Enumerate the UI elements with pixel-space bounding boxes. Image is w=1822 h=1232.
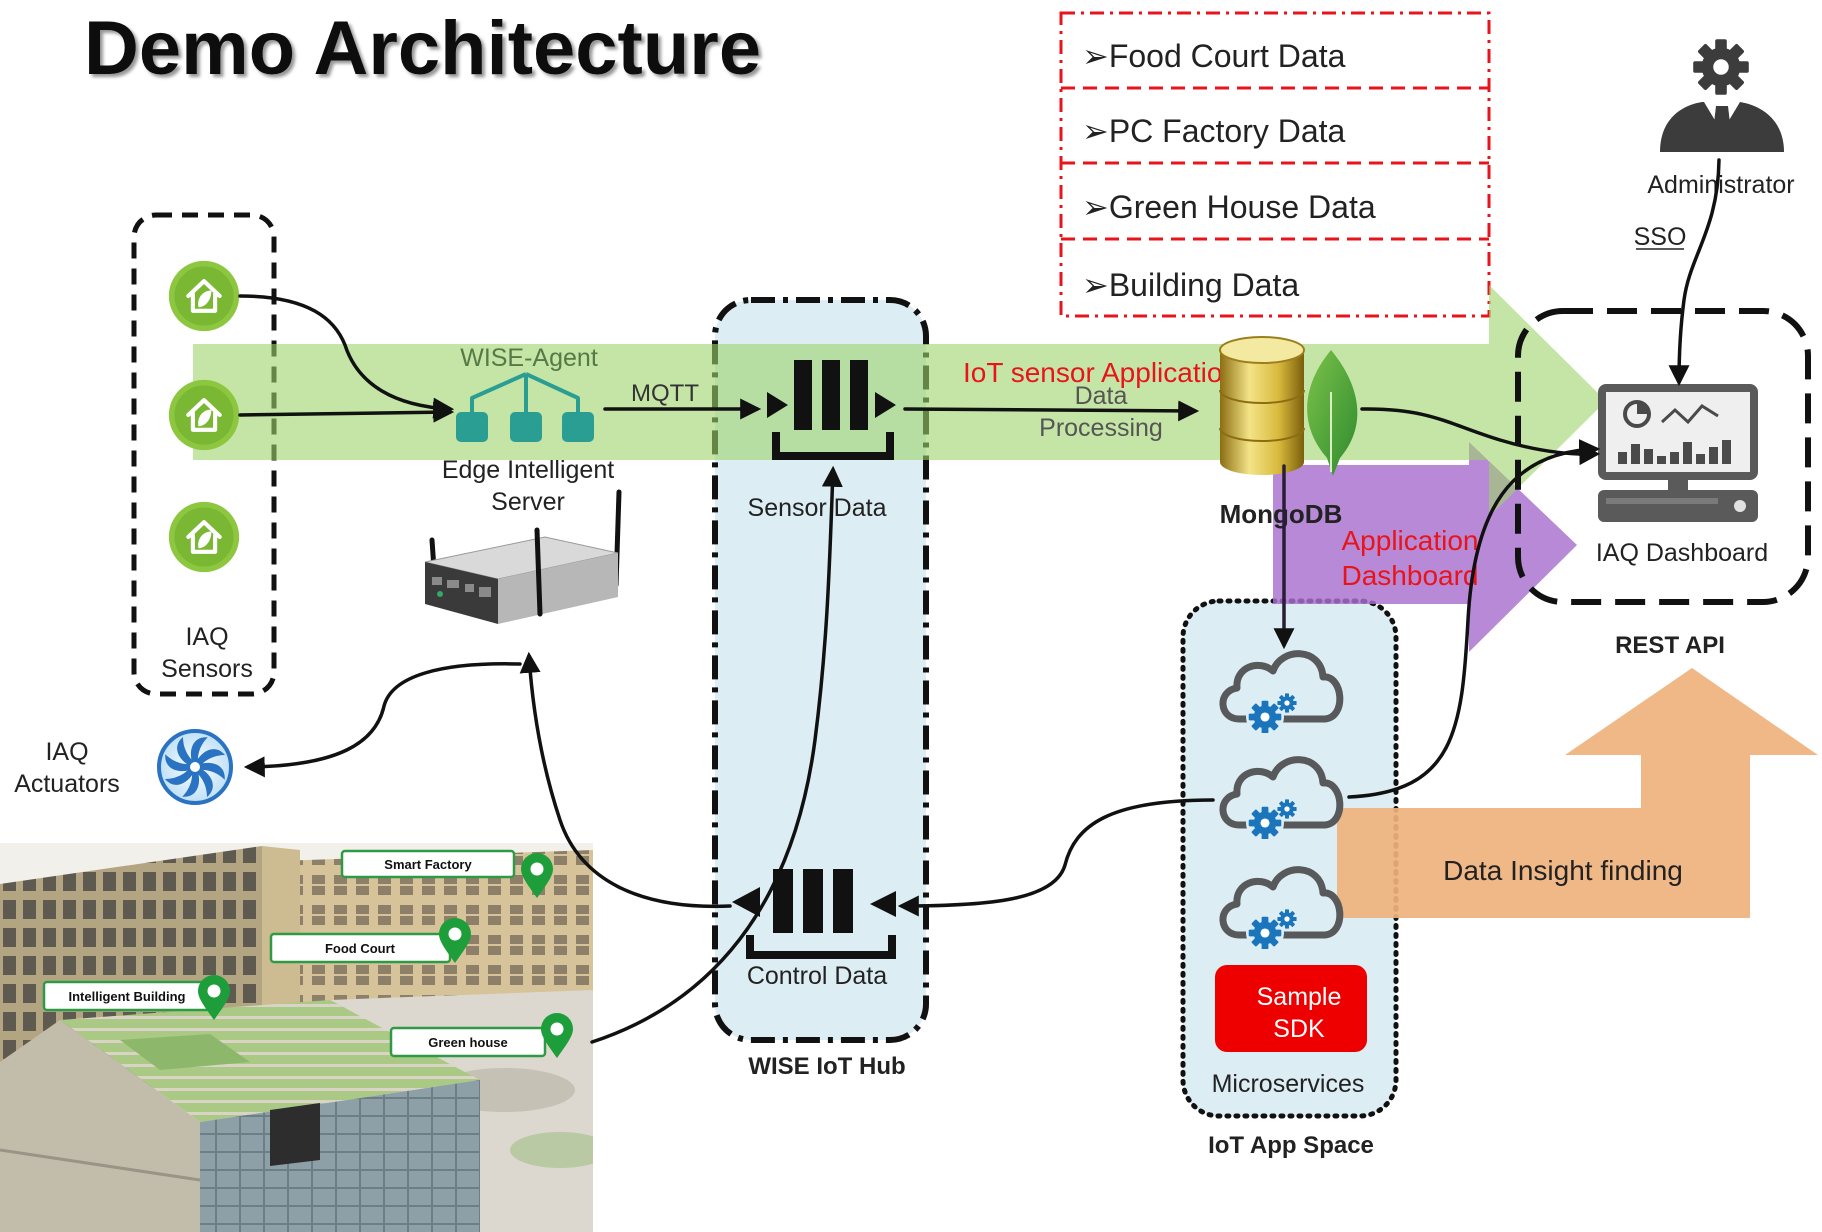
house-leaf-icon: [169, 261, 239, 331]
data-processing-label: Data: [1075, 382, 1128, 410]
wise-iot-hub-title: WISE IoT Hub: [748, 1053, 905, 1080]
control-data-icon: [732, 869, 896, 959]
administrator-icon: [1660, 39, 1784, 152]
mongodb-label: MongoDB: [1220, 499, 1343, 529]
iot-sensor-application-label: IoT sensor Application: [963, 357, 1238, 388]
sample-sdk-label: Sample: [1257, 983, 1342, 1011]
building-label: Food Court: [269, 932, 452, 964]
application-dashboard-label: Application: [1342, 525, 1479, 556]
control-to-edge-arrow: [519, 651, 732, 909]
house-leaf-icon: [169, 380, 239, 450]
sensor-data-label: Sensor Data: [748, 494, 887, 522]
fan-icon: [157, 729, 233, 805]
edge-server-icon: [424, 489, 622, 624]
application-dashboard-label: Dashboard: [1342, 560, 1479, 591]
building-label-text: Smart Factory: [384, 857, 472, 872]
sensor-to-agent-arrow: [238, 401, 455, 423]
iaq-actuators-label: Actuators: [14, 770, 120, 798]
iaq-dashboard-container: [1515, 308, 1811, 605]
iaq-sensors-label: Sensors: [161, 655, 253, 683]
mongodb-leaf-icon: [1307, 350, 1358, 476]
iaq-actuators-label: IAQ: [45, 738, 88, 766]
iaq-sensors-label: IAQ: [185, 623, 228, 651]
building-label: Green house: [389, 1026, 547, 1058]
data-source-item: ➢Building Data: [1082, 267, 1299, 303]
building-label-text: Green house: [428, 1035, 507, 1050]
data-insight-label: Data Insight finding: [1443, 855, 1683, 886]
control-data-label: Control Data: [747, 962, 887, 990]
sso-label: SSO: [1634, 223, 1687, 251]
sample-sdk-label: SDK: [1273, 1015, 1325, 1043]
building-label: Smart Factory: [340, 849, 516, 879]
administrator-label: Administrator: [1647, 171, 1794, 199]
house-leaf-icon: [169, 502, 239, 572]
building-label-text: Food Court: [325, 941, 396, 956]
data-processing-arrow: [903, 400, 1200, 422]
edge-server-label: Edge Intelligent: [442, 456, 614, 484]
data-source-item: ➢PC Factory Data: [1082, 113, 1346, 149]
sample-sdk-badge: [1215, 965, 1367, 1052]
edge-to-actuator-arrow: [243, 662, 522, 778]
wise-iot-hub-container: [712, 297, 929, 1043]
wise-agent-label: WISE-Agent: [460, 344, 598, 372]
data-sources-box: ➢Food Court Data ➢PC Factory Data ➢Green…: [1059, 11, 1491, 318]
microservice-to-dashboard-arrow: [1347, 439, 1601, 799]
page-title: Demo Architecture: [84, 6, 761, 91]
microservices-label: Microservices: [1212, 1070, 1365, 1098]
database-cylinder-icon: [1219, 336, 1305, 475]
dashboard-monitor-icon: [1598, 384, 1758, 522]
building-to-sensor-data-arrow: [590, 465, 843, 1044]
iaq-dashboard-label: IAQ Dashboard: [1596, 539, 1768, 567]
data-processing-label: Processing: [1039, 414, 1163, 442]
data-source-item: ➢Green House Data: [1082, 189, 1376, 225]
sensor-data-icon: [767, 360, 896, 460]
iot-app-space-title: IoT App Space: [1208, 1132, 1374, 1159]
building-label-text: Intelligent Building: [69, 989, 186, 1004]
data-insight-arrow: [1337, 668, 1818, 918]
mqtt-label: MQTT: [631, 380, 699, 407]
network-tree-icon: [456, 372, 594, 442]
microservice-to-control-arrow: [897, 798, 1215, 917]
rest-api-label: REST API: [1615, 632, 1725, 659]
edge-server-label: Server: [491, 488, 565, 516]
data-source-item: ➢Food Court Data: [1082, 38, 1346, 74]
sensor-to-agent-arrow: [238, 294, 455, 419]
sso-arrow: [1668, 158, 1721, 387]
building-label: Intelligent Building: [42, 980, 212, 1012]
